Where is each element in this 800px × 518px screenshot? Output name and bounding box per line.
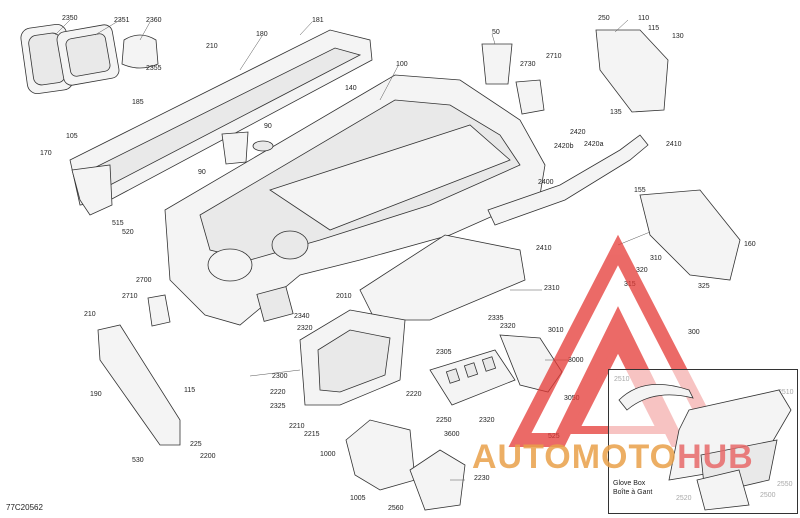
callout: 250 [598,15,610,22]
callout: 2420a [584,141,604,148]
callout: 2010 [336,293,352,300]
callout: 170 [40,150,52,157]
callout: 181 [312,17,324,24]
callout: 2340 [294,313,310,320]
callout: 2220 [406,391,422,398]
callout: 2325 [270,403,286,410]
callout: 105 [66,133,78,140]
left-side-panel-190 [97,324,181,446]
watermark-text-part1: AUTOMOTO [472,438,678,476]
callout: 2320 [297,325,313,332]
side-panel-250 [595,29,669,113]
callout: 2320 [500,323,516,330]
callout: 110 [638,15,649,22]
callout: 2360 [146,17,162,24]
callout: 50 [492,29,500,36]
callout: 2310 [544,285,560,292]
callout: 2300 [272,373,288,380]
callout: 160 [744,241,756,248]
glove-box-inset: Glove Box Boîte à Gant [608,369,798,514]
callout: 1005 [350,495,366,502]
callout: 2700 [136,277,152,284]
callout: 2420 [570,129,586,136]
glove-box-drawing [618,384,792,511]
callout: 180 [256,31,268,38]
callout: 2250 [436,417,452,424]
callout: 100 [396,61,408,68]
callout: 2730 [520,61,536,68]
callout: 225 [190,441,202,448]
callout: 3600 [444,431,460,438]
inset-caption-line2: Boîte à Gant [613,489,653,496]
callout: 185 [132,99,144,106]
callout: 2305 [436,349,452,356]
storage-bin-1000 [409,449,466,511]
callout: 3010 [548,327,564,334]
callout: 210 [84,311,96,318]
callout: 2420b [554,143,574,150]
inset-caption-line1: Glove Box [613,480,646,487]
watermark-text: AUTOMOTOHUB [472,438,754,477]
callout: 140 [345,85,357,92]
callout: 210 [206,43,218,50]
callout: 320 [636,267,648,274]
callout: 310 [650,255,662,262]
switch-panel-2250 [429,349,516,406]
callout: 325 [698,283,710,290]
side-bracket-170 [71,164,113,216]
callout: 115 [184,387,195,394]
lower-storage-2200 [345,419,416,491]
cluster-bezel-2351 [56,24,120,86]
callout: 190 [90,391,102,398]
figure-code: 77C20562 [6,503,43,512]
callout: 2710 [122,293,138,300]
side-vent-160 [639,189,741,281]
support-bar-2400 [487,134,649,226]
callout: 2200 [200,453,216,460]
callout: 2400 [538,179,554,186]
callout: 3050 [564,395,580,402]
callout: 515 [112,220,124,227]
callout: 2215 [304,431,320,438]
callout: 2410 [666,141,682,148]
cupholder-90 [221,131,274,165]
callout: 115 [648,25,659,32]
callout: 2351 [114,17,130,24]
trim-ring-2360 [121,34,159,69]
callout: 530 [132,457,144,464]
callout: 135 [610,109,622,116]
bracket-2730 [515,79,545,115]
callout: 3000 [568,357,584,364]
callout: 130 [672,33,684,40]
callout: 2560 [388,505,404,512]
callout: 2710 [546,53,562,60]
inset-caption: Glove Box Boîte à Gant [613,479,652,497]
callout: 90 [264,123,272,130]
cupholder-50 [481,43,513,85]
callout: 2210 [289,423,305,430]
bracket-2700 [147,294,171,327]
callout: 1000 [320,451,336,458]
callout: 300 [688,329,700,336]
callout: 2230 [474,475,490,482]
callout: 155 [634,187,646,194]
callout: 2320 [479,417,495,424]
callout: 2220 [270,389,286,396]
watermark-text-part2: HUB [677,438,754,476]
callout: 90 [198,169,206,176]
callout: 2350 [62,15,78,22]
callout: 520 [122,229,134,236]
upper-dash-rail [69,29,373,206]
main-dashboard-body [164,74,546,326]
callout: 2410 [536,245,552,252]
callout: 2355 [146,65,162,72]
center-console-2300 [299,309,406,406]
callout: 2335 [488,315,504,322]
